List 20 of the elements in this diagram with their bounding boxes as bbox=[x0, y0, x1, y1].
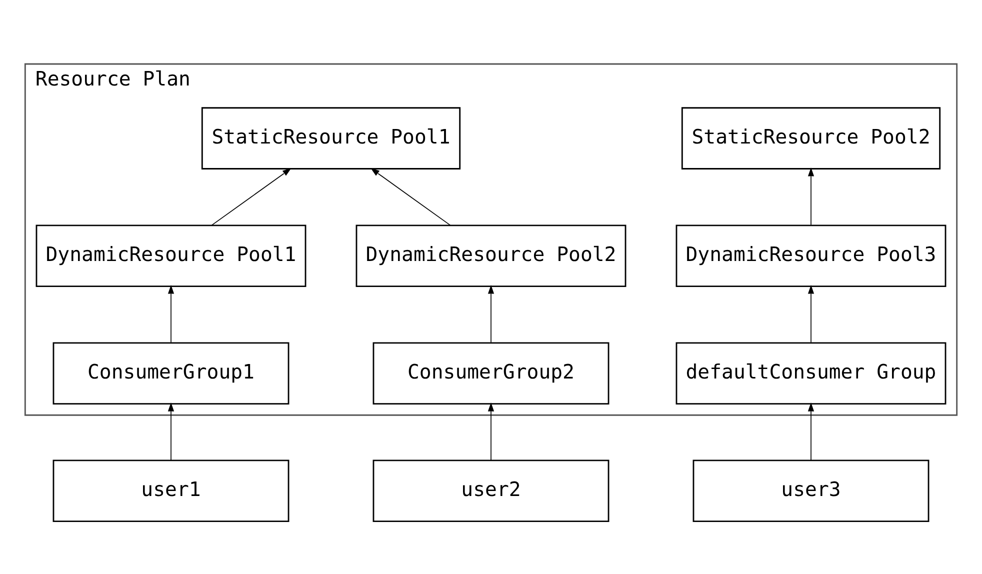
node-box: user3 bbox=[692, 460, 930, 522]
node-box: DynamicResource Pool1 bbox=[36, 224, 306, 287]
node-box: StaticResource Pool2 bbox=[681, 107, 941, 170]
arrow bbox=[370, 168, 451, 226]
node-box: user2 bbox=[372, 460, 610, 522]
node-box: ConsumerGroup1 bbox=[52, 342, 290, 405]
node-box: user1 bbox=[52, 460, 290, 522]
node-box: DynamicResource Pool3 bbox=[676, 224, 946, 287]
arrow bbox=[488, 402, 494, 460]
arrow bbox=[808, 168, 814, 226]
arrow bbox=[488, 285, 494, 343]
arrow bbox=[168, 285, 174, 343]
arrow bbox=[211, 168, 292, 226]
arrow bbox=[808, 402, 814, 460]
node-box: defaultConsumer Group bbox=[676, 342, 946, 405]
node-box: ConsumerGroup2 bbox=[372, 342, 610, 405]
node-box: StaticResource Pool1 bbox=[201, 107, 461, 170]
arrow bbox=[808, 285, 814, 343]
node-box: DynamicResource Pool2 bbox=[356, 224, 626, 287]
arrow bbox=[168, 402, 174, 460]
